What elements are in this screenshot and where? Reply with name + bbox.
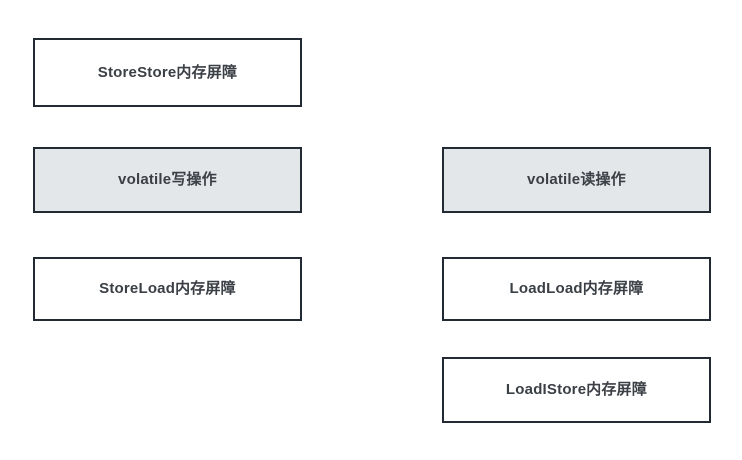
node-label-load-store-barrier: LoadIStore内存屏障 [505, 381, 648, 398]
node-label-store-load-barrier: StoreLoad内存屏障 [99, 280, 236, 297]
node-store-store-barrier[interactable]: StoreStore内存屏障 [33, 38, 302, 107]
node-volatile-read[interactable]: volatile读操作 [442, 147, 711, 213]
node-volatile-write[interactable]: volatile写操作 [33, 147, 302, 213]
node-label-volatile-read: volatile读操作 [527, 171, 626, 188]
node-label-load-load-barrier: LoadLoad内存屏障 [509, 280, 644, 297]
node-label-volatile-write: volatile写操作 [118, 171, 217, 188]
node-label-store-store-barrier: StoreStore内存屏障 [97, 63, 238, 81]
node-store-load-barrier[interactable]: StoreLoad内存屏障 [33, 257, 302, 321]
node-load-store-barrier[interactable]: LoadIStore内存屏障 [442, 357, 711, 423]
node-load-load-barrier[interactable]: LoadLoad内存屏障 [442, 257, 711, 321]
